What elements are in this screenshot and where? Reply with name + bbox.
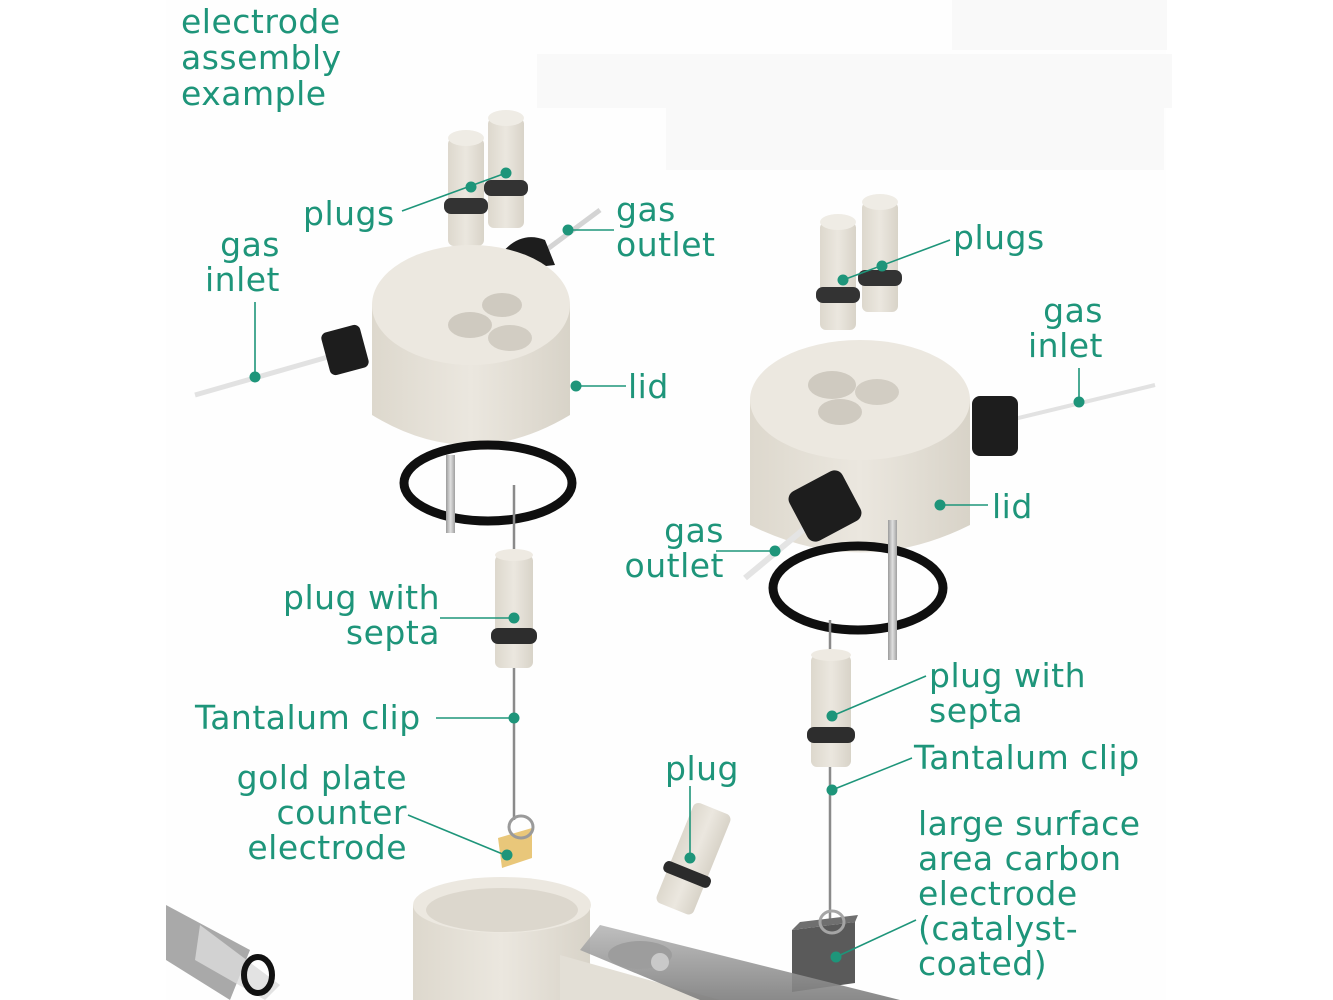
left-plug-with-septa <box>491 549 537 668</box>
right-rod <box>888 520 897 660</box>
left-gas-inlet-tube <box>194 352 336 398</box>
label-right-plug-with-septa: plug with septa <box>929 656 1086 730</box>
left-oring <box>399 440 577 526</box>
faded-region <box>537 54 1172 108</box>
label-left-plug-with-septa: plug with septa <box>283 578 440 652</box>
faded-region <box>952 0 1167 50</box>
reference-tube <box>166 905 280 1000</box>
left-lid <box>372 245 570 445</box>
label-left-tantalum-clip: Tantalum clip <box>195 698 421 737</box>
label-left-gas-outlet: gas outlet <box>616 190 716 264</box>
faded-region <box>666 108 1164 170</box>
label-left-gas-inlet: gas inlet <box>205 225 280 299</box>
label-right-tantalum-clip: Tantalum clip <box>914 738 1140 777</box>
right-carbon-electrode <box>792 909 858 992</box>
right-oring <box>768 541 948 635</box>
label-right-gas-outlet: gas outlet <box>624 511 724 585</box>
label-right-carbon-electrode: large surface area carbon electrode (cat… <box>918 804 1141 983</box>
label-left-gold-counter-electrode: gold plate counter electrode <box>236 758 407 867</box>
right-plug-with-septa <box>807 649 855 767</box>
left-plugs <box>444 110 528 246</box>
right-gas-inlet-fitting <box>972 396 1018 456</box>
label-left-plugs: plugs <box>303 194 395 233</box>
leader-lines <box>249 167 1085 963</box>
label-right-plugs: plugs <box>953 218 1045 257</box>
left-gold-plate <box>498 814 535 868</box>
left-rod <box>446 455 455 533</box>
right-plugs <box>816 194 902 330</box>
right-gas-outlet-fitting <box>788 470 862 542</box>
cell-body <box>413 877 900 1000</box>
label-loose-plug: plug <box>665 749 739 788</box>
label-left-lid: lid <box>628 367 669 406</box>
left-gas-inlet-fitting <box>321 324 369 376</box>
label-right-gas-inlet: gas inlet <box>1028 291 1103 365</box>
label-right-lid: lid <box>992 487 1033 526</box>
right-lid <box>750 340 970 553</box>
diagram-title: electrode assembly example <box>181 2 342 113</box>
